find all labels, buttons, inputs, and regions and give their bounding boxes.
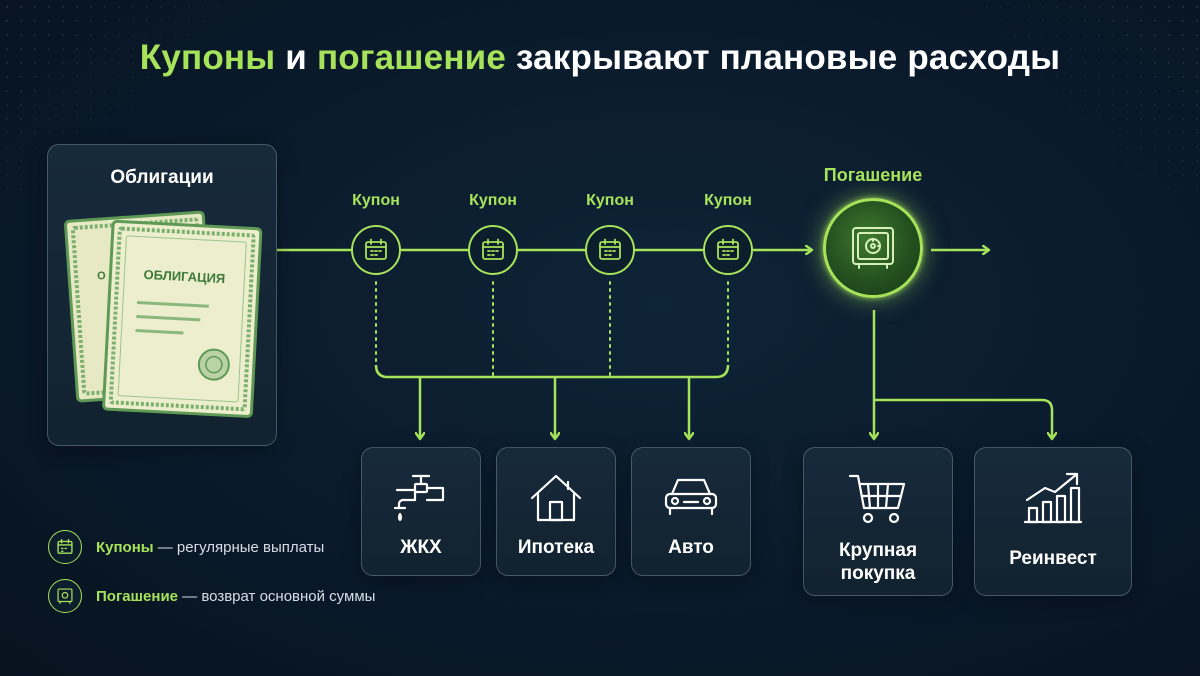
target-label-reinvest: Реинвест [1009, 548, 1097, 569]
coupon-label-1: Купон [352, 192, 400, 209]
calendar-icon [482, 238, 504, 260]
legend-coupons-text: Купоны — регулярные выплаты [96, 539, 324, 556]
coupon-node-3[interactable] [585, 225, 635, 275]
target-label-auto: Авто [668, 537, 714, 558]
title-rest: закрывают плановые расходы [506, 38, 1061, 77]
redemption-bus [874, 310, 1052, 438]
calendar-icon [57, 539, 73, 554]
target-label-big-purchase-line1: Крупная [838, 540, 918, 561]
house-icon [530, 474, 582, 522]
certificate-text: ОБЛИГАЦИЯ [143, 267, 225, 286]
coupon-bus [374, 364, 730, 438]
target-label-utilities: ЖКХ [400, 537, 442, 558]
legend-coupons-desc: — регулярные выплаты [153, 538, 325, 556]
redemption-node[interactable] [823, 198, 923, 298]
title-coupons: Купоны [139, 38, 276, 77]
bond-certificates-image: О ОБЛИГАЦИЯ [64, 210, 263, 418]
calendar-icon [717, 238, 739, 260]
redemption-label: Погашение [823, 165, 923, 185]
coupon-node-2[interactable] [468, 225, 518, 275]
legend-coupon-marker [48, 530, 82, 564]
target-box-reinvest[interactable]: Реинвест [974, 447, 1132, 596]
legend-redemption-marker [48, 579, 82, 613]
target-box-big-purchase[interactable]: Крупная покупка [803, 447, 953, 596]
legend-redemption-term: Погашение [96, 587, 179, 605]
coupon-label-2: Купон [469, 192, 517, 209]
target-label-mortgage: Ипотека [517, 537, 595, 558]
legend-redemption-text: Погашение — возврат основной суммы [96, 588, 375, 605]
car-icon [664, 478, 718, 516]
shopping-cart-icon [848, 474, 906, 524]
legend-coupons-term: Купоны [96, 538, 154, 556]
calendar-icon [599, 238, 621, 260]
target-label-big-purchase-line2: покупка [840, 563, 916, 584]
coupon-label-4: Купон [704, 192, 752, 209]
calendar-icon [365, 238, 387, 260]
legend-coupons: Купоны — регулярные выплаты [48, 529, 324, 565]
safe-icon [852, 227, 894, 269]
dot-pattern-right [980, 0, 1200, 200]
page-title: Купоны и погашение закрывают плановые ра… [0, 38, 1200, 78]
safe-icon [57, 588, 73, 604]
coupon-node-1[interactable] [351, 225, 401, 275]
coupon-node-4[interactable] [703, 225, 753, 275]
title-and: и [275, 38, 317, 77]
faucet-icon [393, 474, 445, 522]
title-redemption: погашение [316, 38, 507, 77]
legend-redemption-desc: — возврат основной суммы [178, 587, 376, 605]
svg-text:О: О [97, 270, 107, 283]
legend-redemption: Погашение — возврат основной суммы [48, 578, 375, 614]
target-box-auto[interactable]: Авто [631, 447, 751, 576]
target-box-utilities[interactable]: ЖКХ [361, 447, 481, 576]
bonds-card-title: Облигации [110, 167, 214, 188]
growth-chart-icon [1023, 472, 1083, 524]
target-label-big-purchase: Крупная покупка [804, 539, 952, 585]
coupon-dotted-drops [375, 281, 729, 376]
target-box-mortgage[interactable]: Ипотека [496, 447, 616, 576]
coupon-label-3: Купон [586, 192, 634, 209]
bonds-card: Облигации О ОБЛИГАЦИЯ [47, 144, 277, 446]
